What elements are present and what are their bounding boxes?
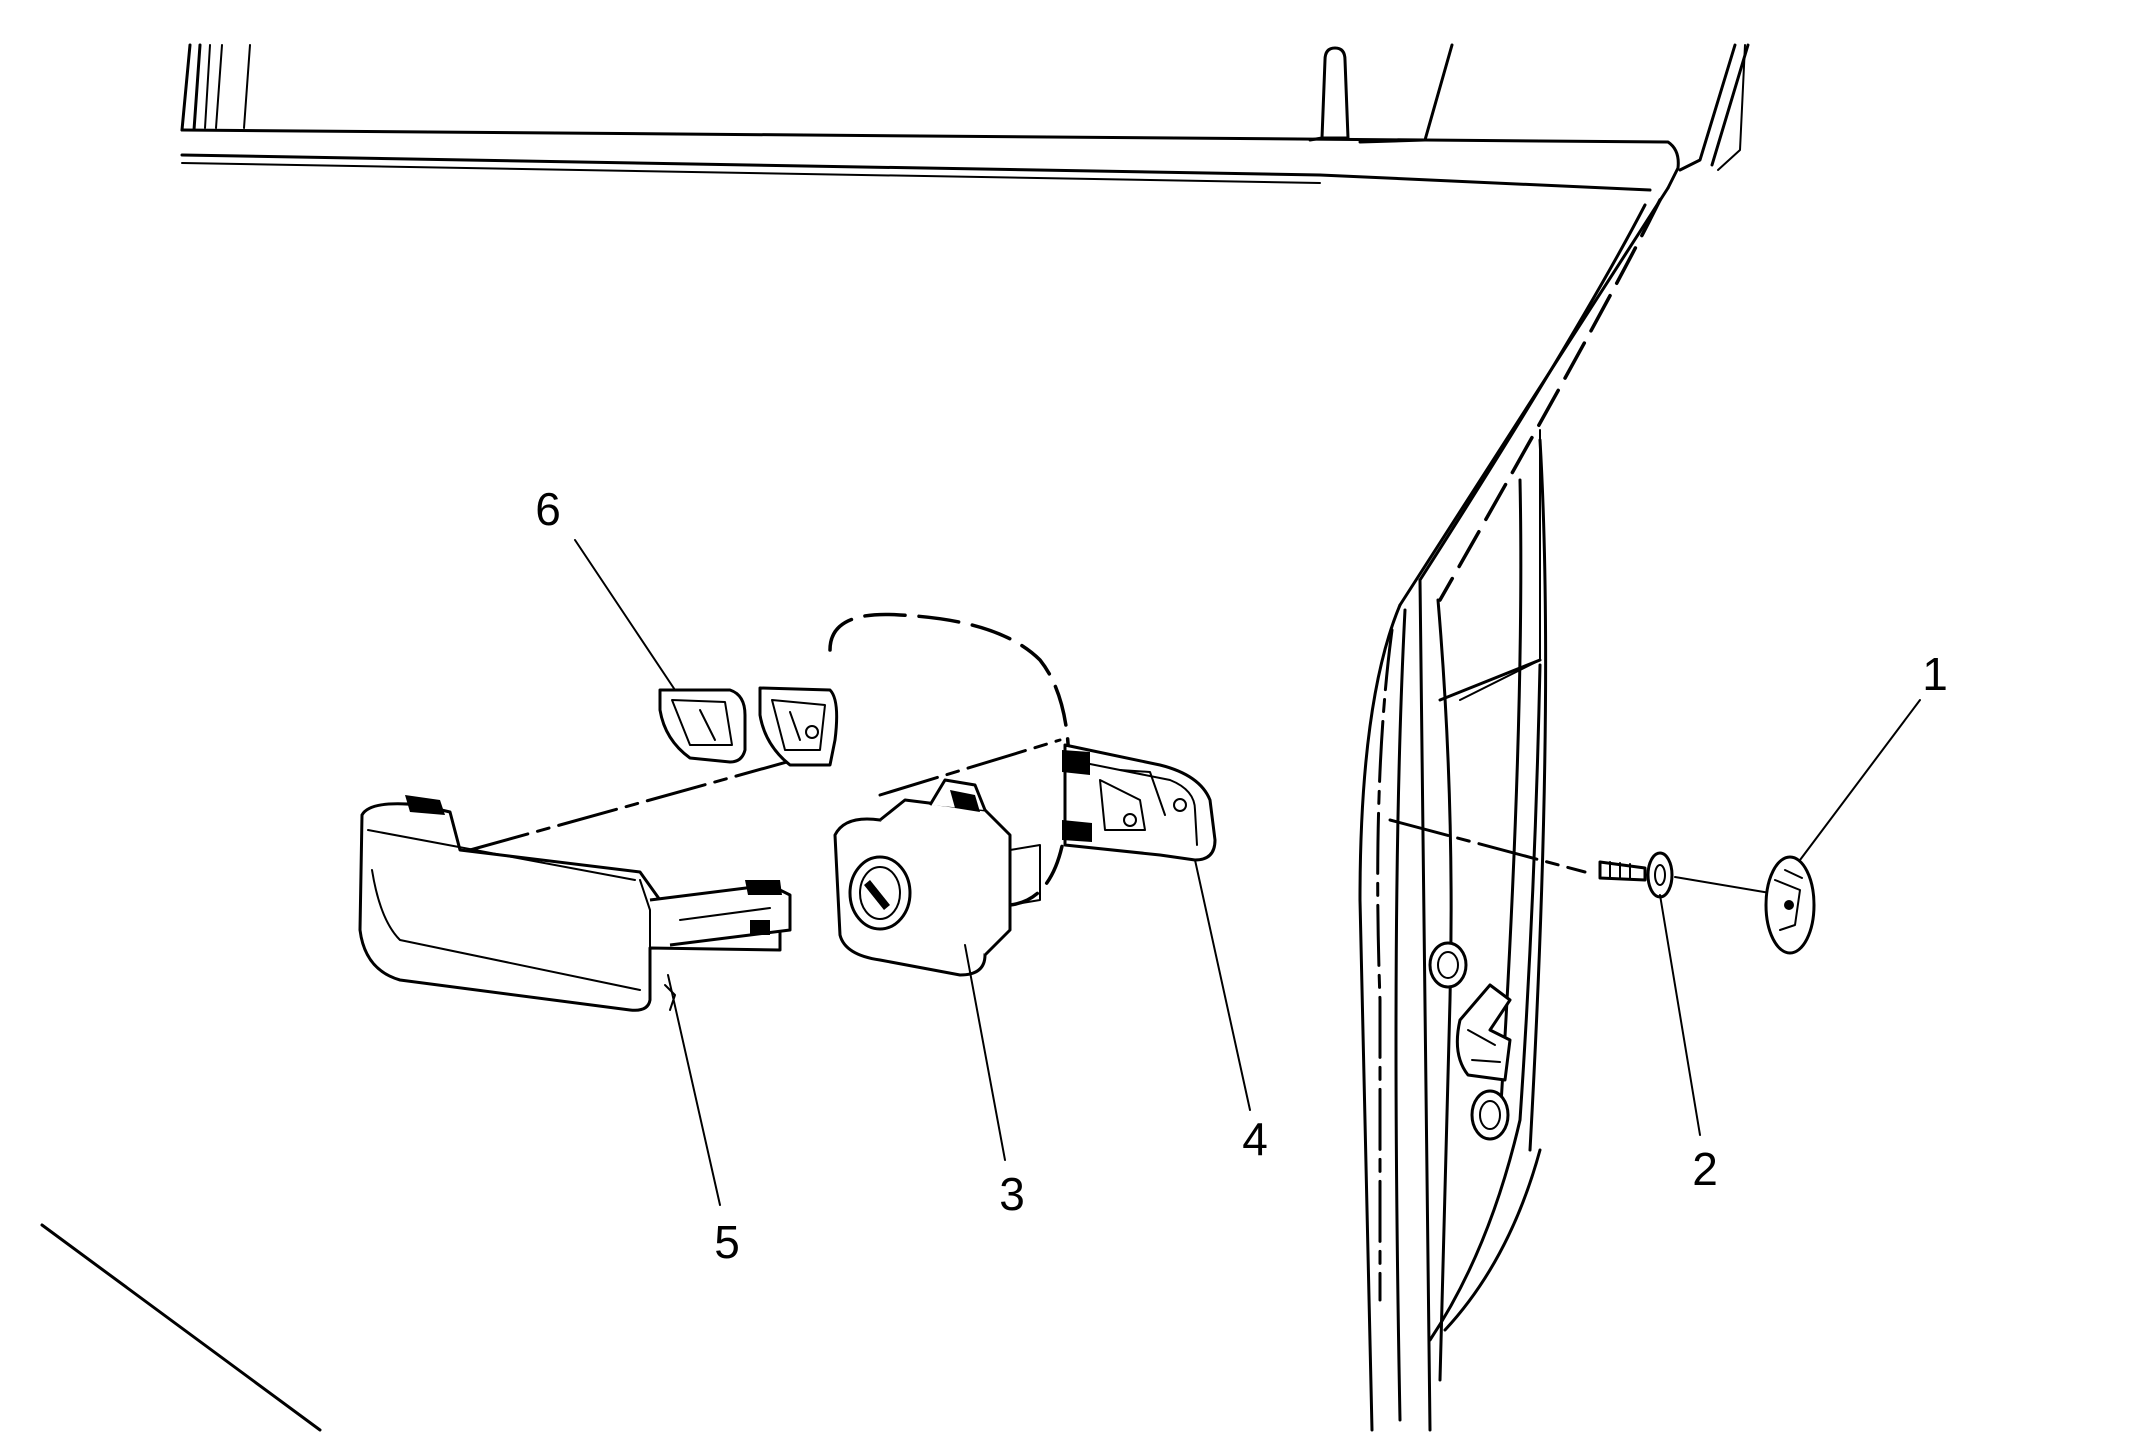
leader-2: [1659, 894, 1701, 1136]
part-6-handle-seals: [658, 686, 839, 767]
part-2-bolt: [1598, 851, 1674, 899]
part-4-handle-bracket: [1062, 743, 1217, 862]
callout-label-6: 6: [535, 483, 561, 535]
part-3-lock-cylinder-cap: [833, 778, 1041, 977]
shut-face-hole-lower: [1470, 1089, 1510, 1141]
door-body: [40, 43, 1750, 1432]
callout-label-2: 2: [1692, 1143, 1718, 1195]
callout-leaders: [574, 539, 1921, 1206]
assembly-lines: [468, 612, 1771, 907]
latch-striker-pocket: [1455, 983, 1512, 1082]
leader-1: [1799, 699, 1921, 861]
callout-label-1: 1: [1922, 648, 1948, 700]
part-5-outside-handle: [358, 795, 792, 1012]
leader-6: [574, 539, 676, 691]
leader-3: [964, 944, 1006, 1161]
callout-labels: 1 2 3 4 5 6: [535, 483, 1948, 1268]
leader-4: [1194, 859, 1251, 1111]
shut-face-hole-upper: [1428, 941, 1468, 989]
leader-5: [667, 974, 721, 1206]
part-1-bumper: [1764, 855, 1816, 955]
callout-label-3: 3: [999, 1168, 1025, 1220]
callout-label-4: 4: [1242, 1113, 1268, 1165]
callout-label-5: 5: [714, 1216, 740, 1268]
